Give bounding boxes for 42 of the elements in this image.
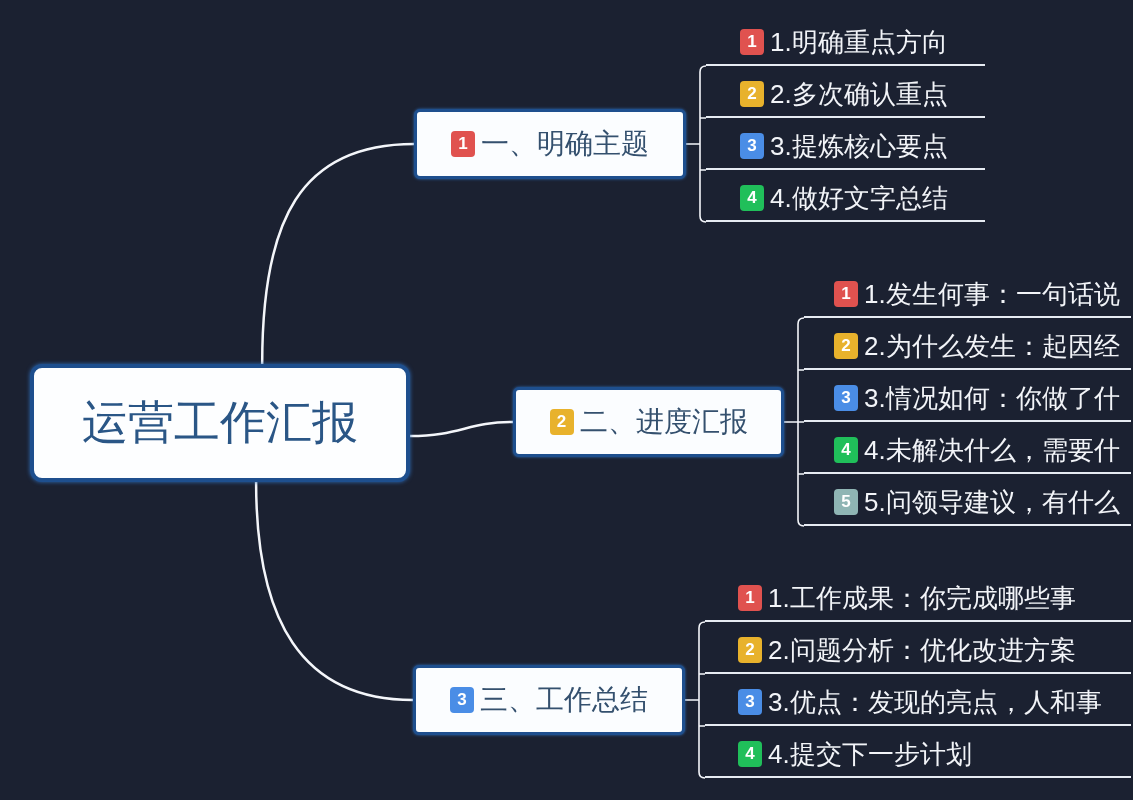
subtopic-text: 3.优点：发现的亮点，人和事 [768,685,1102,719]
bracket-connector [783,317,805,527]
main-topic-box [414,109,686,179]
priority-badge: 3 [834,385,858,411]
topic-text: 一、明确主题 [481,127,649,161]
main-topic-box [413,665,685,735]
priority-badge: 5 [834,489,858,515]
bracket-connector [685,65,707,223]
subtopic-text: 4.做好文字总结 [770,181,948,215]
central-topic-box: 运营工作汇报 [30,364,410,482]
bracket-connector [684,621,706,779]
connector-line [260,142,415,365]
subtopic-text: 2.为什么发生：起因经 [864,329,1120,363]
connector-line [254,481,414,702]
priority-badge: 3 [740,133,764,159]
priority-badge: 3 [738,689,762,715]
subtopic-text: 4.未解决什么，需要什 [864,433,1120,467]
priority-badge: 2 [834,333,858,359]
subtopic-text: 3.情况如何：你做了什 [864,381,1120,415]
main-topic-box [513,387,784,457]
subtopic-text: 1.工作成果：你完成哪些事 [768,581,1076,615]
priority-badge: 3 [450,687,474,713]
connector-line [409,420,514,438]
subtopic-text: 4.提交下一步计划 [768,737,972,771]
subtopic-text: 3.提炼核心要点 [770,129,948,163]
priority-badge: 4 [834,437,858,463]
subtopic-text: 2.问题分析：优化改进方案 [768,633,1076,667]
topic-text: 三、工作总结 [480,683,648,717]
priority-badge: 1 [834,281,858,307]
subtopic-text: 5.问领导建议，有什么 [864,485,1120,519]
priority-badge: 2 [738,637,762,663]
priority-badge: 4 [740,185,764,211]
subtopic-text: 1.明确重点方向 [770,25,948,59]
topic-text: 二、进度汇报 [579,405,748,439]
subtopic-text: 1.发生何事：一句话说 [864,277,1120,311]
subtopic-text: 2.多次确认重点 [770,77,948,111]
priority-badge: 1 [740,29,764,55]
priority-badge: 1 [738,585,762,611]
priority-badge: 4 [738,741,762,767]
priority-badge: 2 [740,81,764,107]
priority-badge: 1 [451,131,475,157]
priority-badge: 2 [549,409,574,435]
